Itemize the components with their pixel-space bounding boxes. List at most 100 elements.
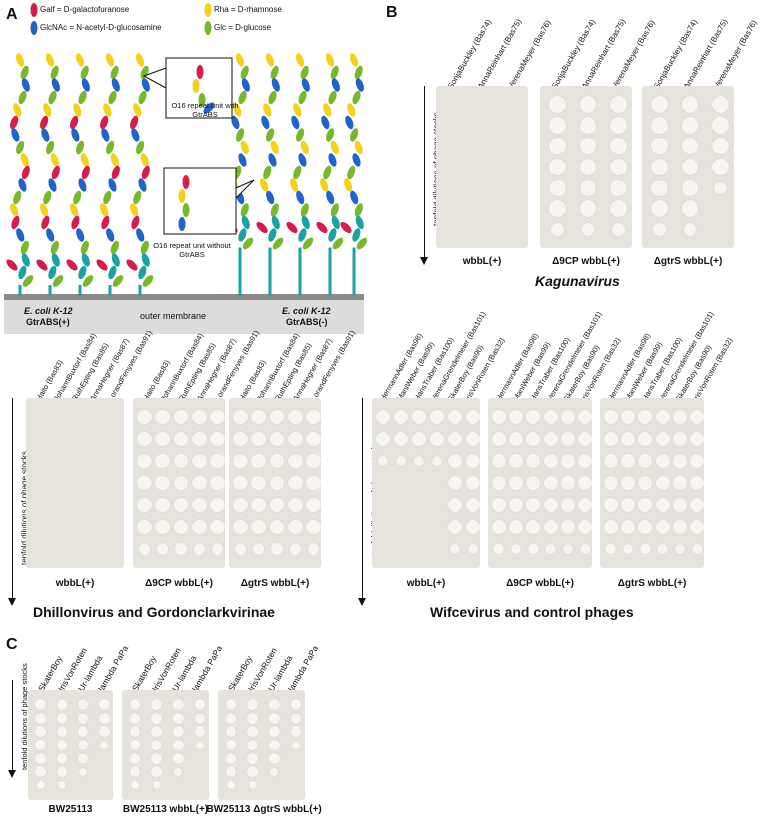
sugar-residue xyxy=(321,115,330,130)
phage-spot xyxy=(579,116,597,134)
phage-spot xyxy=(655,432,670,446)
panel-b-plate-caption: Δ9CP wbbL(+) xyxy=(552,256,620,267)
phage-spot xyxy=(548,137,566,155)
phage-spot xyxy=(77,739,89,751)
phage-spot xyxy=(622,543,634,555)
sugar-residue xyxy=(349,53,359,67)
phage-spot xyxy=(194,712,206,724)
legend-glc: Glc = D-glucose xyxy=(214,23,272,32)
panel-b-dilution-arrow-head xyxy=(420,257,428,265)
sugar-residue xyxy=(271,215,280,230)
core-sugar xyxy=(332,237,344,250)
phage-spot xyxy=(655,498,670,512)
phage-spot xyxy=(712,137,729,155)
phage-spot xyxy=(247,766,258,778)
sugar-residue xyxy=(108,178,117,192)
sugar-residue xyxy=(50,153,59,167)
phage-spot xyxy=(465,497,480,513)
sugar-residue xyxy=(46,228,55,242)
phage-spot xyxy=(578,498,592,512)
phage-spot xyxy=(543,410,558,424)
right-genotype-label: GtrABS(-) xyxy=(286,317,328,327)
sugar-residue xyxy=(238,90,247,105)
phage-spot xyxy=(467,543,479,555)
core-sugar xyxy=(6,259,18,271)
phage-spot xyxy=(247,726,258,737)
sugar-residue xyxy=(293,103,302,117)
phage-spot xyxy=(232,497,248,513)
phage-spot xyxy=(650,96,668,113)
phage-spot xyxy=(152,781,161,790)
phage-spot xyxy=(151,739,162,751)
phage-spot xyxy=(681,137,699,155)
phage-spot xyxy=(247,739,258,751)
phage-spot xyxy=(306,497,321,513)
phage-spot xyxy=(173,712,184,724)
sugar-residue xyxy=(263,165,272,180)
phage-spot xyxy=(288,409,303,425)
phage-spot xyxy=(212,543,224,555)
phage-spot xyxy=(465,519,480,535)
phage-spot xyxy=(673,410,687,424)
phage-spot xyxy=(77,699,89,711)
phage-spot xyxy=(77,712,89,724)
phage-spot xyxy=(56,726,68,737)
phage-spot xyxy=(56,699,68,711)
sugar-residue xyxy=(347,165,356,180)
sugar-residue xyxy=(293,165,302,180)
phage-spot xyxy=(447,497,463,513)
phage-spot xyxy=(579,158,597,176)
core-sugar xyxy=(36,259,48,271)
core-sugar xyxy=(126,259,138,271)
panel-letter-c: C xyxy=(6,636,18,653)
panel-c-plate-caption: BW25113 xyxy=(48,804,93,815)
phage-spot xyxy=(638,432,653,446)
phage-spot xyxy=(225,753,237,764)
sugar-residue xyxy=(73,190,82,205)
phage-spot xyxy=(603,432,618,446)
phage-spot xyxy=(603,476,618,490)
sugar-residue xyxy=(298,228,307,242)
phage-spot xyxy=(447,431,463,447)
phage-spot xyxy=(714,181,727,195)
phage-spot xyxy=(136,409,152,425)
panel-c-dilution-arrow-line xyxy=(12,680,13,772)
phage-spot xyxy=(225,699,237,711)
phage-spot xyxy=(581,223,595,236)
sugar-residue xyxy=(80,153,89,167)
phage-spot xyxy=(292,740,301,750)
sugar-residue xyxy=(41,128,50,142)
sugar-residue xyxy=(331,78,340,92)
sugar-residue xyxy=(103,190,112,205)
phage-spot xyxy=(173,519,189,535)
phage-spot xyxy=(526,476,541,490)
phage-spot xyxy=(251,497,266,513)
sugar-residue xyxy=(100,203,109,217)
core-sugar xyxy=(66,259,78,271)
phage-spot xyxy=(375,409,391,425)
panel-letter-a: A xyxy=(6,6,18,23)
phage-spot xyxy=(129,753,141,764)
phage-spot xyxy=(151,699,162,711)
phage-spot xyxy=(173,739,184,751)
sugar-residue xyxy=(100,115,109,130)
phage-spot xyxy=(610,137,627,155)
sugar-residue xyxy=(265,53,275,67)
phage-spot xyxy=(650,179,668,197)
sugar-residue xyxy=(48,265,57,280)
phage-spot xyxy=(509,454,523,468)
core-sugar xyxy=(112,275,124,287)
core-sugar xyxy=(340,221,352,234)
lps-diagram xyxy=(4,53,368,334)
phage-spot xyxy=(192,431,207,447)
callout-sugar xyxy=(178,217,186,231)
phage-spot xyxy=(129,712,141,724)
sugar-residue xyxy=(20,153,29,167)
phage-spot xyxy=(429,409,445,425)
panel-d-plate-caption: wbbL(+) xyxy=(55,578,95,589)
phage-spot xyxy=(638,520,653,534)
callout-sugar xyxy=(203,102,215,114)
sugar-residue xyxy=(241,215,250,230)
phage-spot xyxy=(548,158,566,176)
sugar-residue xyxy=(138,90,147,105)
